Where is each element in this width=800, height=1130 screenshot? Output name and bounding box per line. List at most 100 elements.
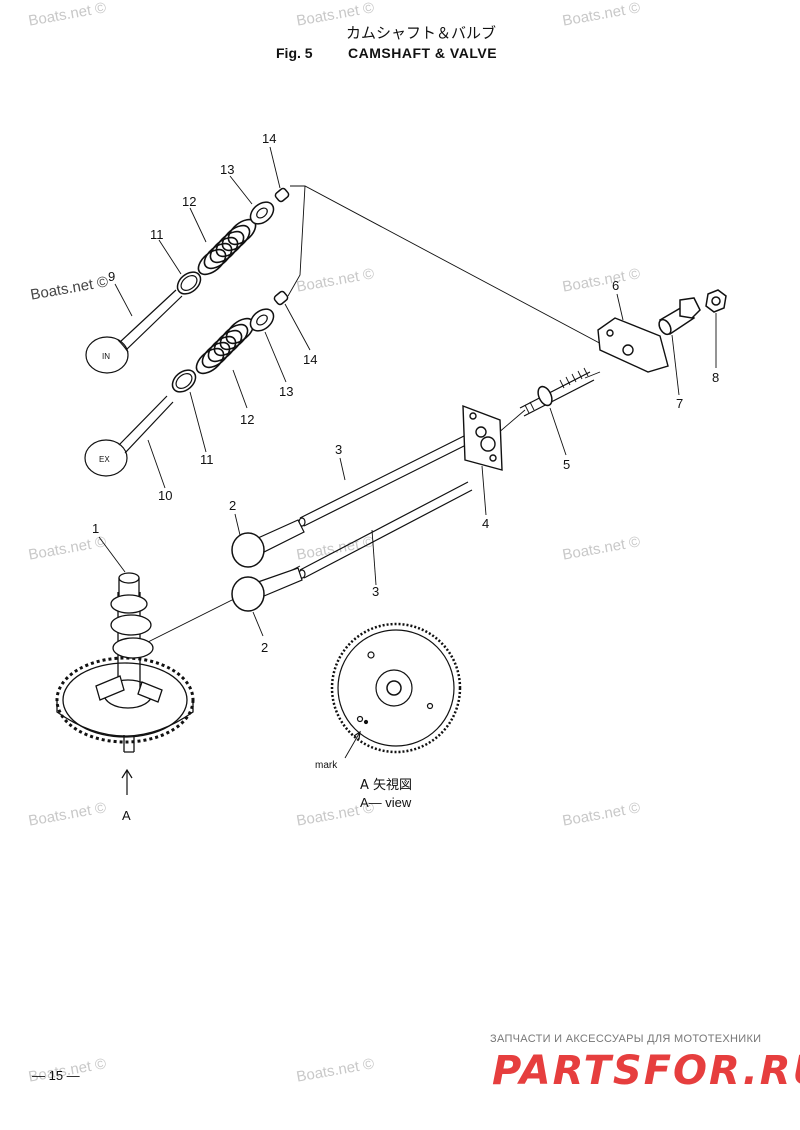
arrow-head — [121, 768, 133, 779]
bolt-collar — [537, 385, 553, 407]
valve-seal-lower-inner — [175, 373, 193, 389]
tappet-upper — [231, 519, 305, 568]
view-gear-mark-dot — [363, 719, 369, 725]
callout: 13 — [220, 162, 234, 177]
tappet-lower — [231, 567, 303, 612]
nut-hole — [711, 296, 721, 306]
callout: 9 — [108, 269, 115, 284]
assembly-line — [584, 371, 601, 379]
valve-stamp-in: IN — [102, 352, 110, 361]
callout: 12 — [182, 194, 196, 209]
governor-weight — [95, 675, 125, 701]
spring-retainer-upper — [249, 201, 275, 225]
valve-spring-lower — [195, 317, 255, 375]
adjuster-face — [658, 318, 672, 336]
bolt-thread — [519, 371, 595, 417]
leader-line — [232, 369, 248, 409]
leader-line — [339, 457, 346, 481]
callout: 6 — [612, 278, 619, 293]
callout: 4 — [482, 516, 489, 531]
mark-pointer-head — [353, 730, 361, 740]
leader-line — [234, 513, 241, 536]
valve-seal-upper-inner — [180, 275, 198, 291]
stud-bolt — [519, 367, 595, 417]
callout: 11 — [150, 227, 164, 242]
callout: 3 — [335, 442, 342, 457]
bracket-body — [597, 317, 669, 373]
callout: 13 — [279, 384, 293, 399]
valve-stem — [119, 289, 183, 351]
view-gear-outer — [330, 622, 462, 754]
leader-line — [229, 175, 253, 205]
view-label-jp: A 矢視図 — [360, 778, 412, 793]
mark-pointer — [344, 731, 361, 759]
callout-numbers: 1 2 2 3 3 4 5 6 7 8 9 10 11 11 12 12 13 … — [92, 131, 719, 655]
callout: 14 — [262, 131, 276, 146]
callout: 12 — [240, 412, 254, 427]
cam-lobe — [112, 637, 154, 659]
leader-line — [98, 536, 126, 573]
exhaust-valve: EX — [84, 395, 174, 477]
intake-valve: IN — [85, 289, 183, 374]
view-gear-rim — [337, 629, 455, 747]
figure-title: CAMSHAFT & VALVE — [348, 45, 498, 61]
view-label-en: A— view — [360, 795, 412, 810]
leader-line — [671, 334, 680, 396]
camshaft-assembly — [55, 572, 195, 753]
valve-head — [85, 336, 129, 374]
spring-retainer-lower — [249, 308, 275, 332]
valve-stamp-ex: EX — [99, 455, 110, 464]
leader-line — [549, 407, 567, 456]
leader-line — [616, 293, 624, 321]
valve-cap-upper — [274, 187, 290, 203]
push-rod-lower — [298, 481, 473, 579]
callout: 2 — [261, 640, 268, 655]
cam-gear-side — [56, 700, 194, 737]
tappet-stem — [257, 519, 305, 553]
callout: 2 — [229, 498, 236, 513]
bracket-hole — [622, 344, 634, 356]
view-gear-bore — [386, 680, 402, 696]
rod-body — [299, 481, 473, 579]
valve-head — [84, 439, 128, 477]
plate-hole — [480, 436, 496, 452]
valve-neck — [117, 339, 129, 353]
callout: 5 — [563, 457, 570, 472]
ad-logo: PARTSFOR.RU — [492, 1048, 800, 1094]
title-japanese: カムシャフト＆バルブ — [346, 24, 497, 42]
callout: 3 — [372, 584, 379, 599]
view-marker: A — [122, 808, 131, 823]
camshaft-lower-stub — [123, 735, 135, 753]
assembly-lines — [139, 185, 651, 647]
plate-body — [462, 404, 503, 471]
leader-line — [147, 439, 166, 489]
figure-number: Fig. 5 — [276, 45, 313, 61]
assembly-line — [287, 185, 306, 297]
governor-weight — [137, 681, 163, 703]
page-number: — 15 — — [32, 1068, 80, 1083]
view-gear-hole — [367, 651, 375, 659]
leader-line — [371, 529, 377, 586]
leader-line — [189, 207, 207, 243]
callout: 1 — [92, 521, 99, 536]
assembly-line — [290, 185, 651, 371]
mark-label: mark — [315, 760, 338, 771]
callout: 8 — [712, 370, 719, 385]
spring-retainer-upper-inner — [256, 207, 268, 219]
camshaft-top — [118, 572, 140, 584]
camshaft-journal — [118, 578, 140, 596]
rod-body — [299, 433, 473, 527]
ad-tagline: ЗАПЧАСТИ И АКСЕССУАРЫ ДЛЯ МОТОТЕХНИКИ — [490, 1033, 762, 1045]
spring-retainer-lower-inner — [256, 314, 268, 326]
callout: 14 — [303, 352, 317, 367]
plate-hole — [469, 412, 477, 420]
leader-line — [481, 465, 487, 516]
leader-line — [264, 331, 287, 383]
view-arrow: A — [121, 768, 133, 823]
leader-line — [114, 283, 133, 317]
callout: 11 — [200, 452, 214, 467]
leader-line — [269, 146, 281, 189]
a-view-detail: mark A 矢視図 A— view — [315, 622, 462, 810]
push-rod-upper — [298, 433, 473, 527]
